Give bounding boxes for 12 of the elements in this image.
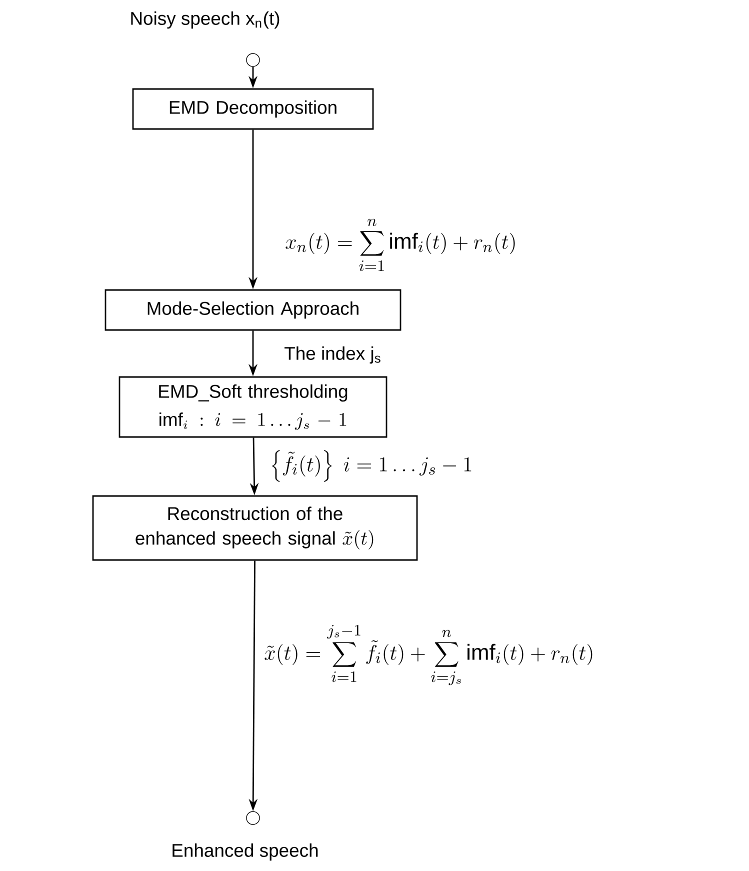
- terminal-label: Noisy speech x$_{n}$(t): [131, 11, 280, 29]
- edge-formula: $\left\{\tilde{f}_i(t)\right\}\ i=1\ldots j_s-1$: [272, 450, 472, 482]
- edge-formula: $x_n(t)=\sum_{i=1}^{n}\mathrm{imf}_i(t)+r_n(t)$: [286, 218, 515, 272]
- process-box: Mode-Selection Approach: [104, 289, 402, 331]
- terminal-circle: [246, 811, 260, 825]
- edge-label: The index j$_{s}$: [284, 346, 380, 364]
- process-box: EMD Decomposition: [132, 88, 374, 130]
- process-box: EMD_Soft thresholding $\mathrm{imf}_i : i=1\ldots j_s-1$: [118, 376, 388, 438]
- edge-formula: $\tilde{x}(t)=\sum_{i=1}^{j_s-1}\tilde{f}_i(t)+\sum_{i=j_s}^{n}\mathrm{imf}_i(t)+r_n(t)$: [264, 624, 592, 686]
- terminal-label: Enhanced speech: [172, 843, 318, 861]
- process-box: Reconstruction of the enhanced speech signal $\tilde{x}(t)$: [92, 495, 418, 561]
- terminal-circle: [246, 53, 260, 67]
